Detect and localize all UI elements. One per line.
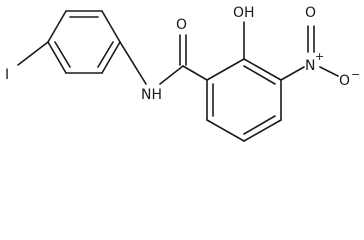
n-c-carbonyl-bond [159,65,184,85]
hydroxyl-group: OH [233,5,255,21]
double-bond-inner [97,41,114,68]
nitrophenol-ring [206,58,282,142]
double-bond-inner [243,65,276,85]
bond [101,41,121,74]
bond [206,58,245,81]
iodophenyl-ring [47,10,121,74]
carbonyl-oxygen: O [176,17,187,33]
c-ring-bond [182,65,208,81]
nitro-positive-charge: + [315,50,324,63]
bond [101,10,121,43]
bond [47,10,67,43]
nitro-oxygen-right: O [339,73,350,89]
c-n-bond [119,41,147,85]
amide-nh: NH [141,87,162,103]
bond [47,41,67,74]
bond [206,119,245,142]
nitro-single-bond [319,66,339,77]
double-bond-inner [243,115,276,135]
bond [243,58,282,81]
c-n-nitro-bond [280,66,305,81]
bond [243,119,282,142]
double-bond-inner [54,41,71,68]
iodine-atom: I [5,67,9,83]
chemical-structure: I NH O OH N + O O − [5,5,360,142]
nitro-oxygen-top: O [305,5,316,21]
c-i-bond [17,41,49,66]
nitro-negative-charge: − [351,68,360,81]
nitro-nitrogen: N [305,58,315,74]
